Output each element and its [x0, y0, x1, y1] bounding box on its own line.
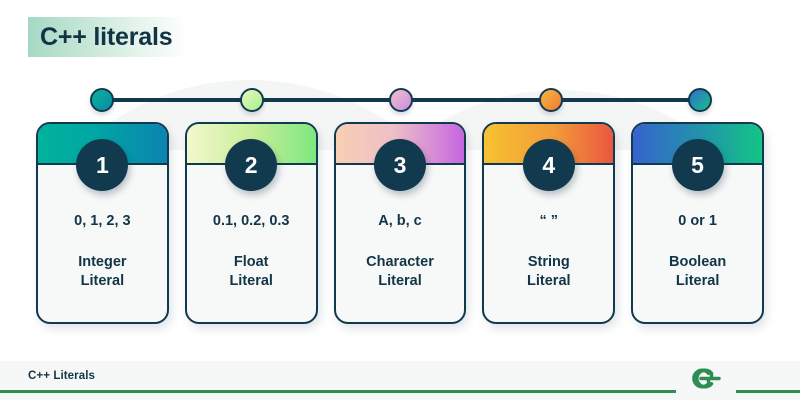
footer-rule-right	[736, 390, 800, 393]
timeline-dot-2[interactable]	[240, 88, 264, 112]
card-float-literal[interactable]: 2 0.1, 0.2, 0.3 Float Literal	[184, 122, 318, 324]
footer-rule-left	[0, 390, 676, 393]
card-integer-literal[interactable]: 1 0, 1, 2, 3 Integer Literal	[36, 122, 169, 324]
card-string-literal[interactable]: 4 “ ” String Literal	[482, 122, 616, 324]
card-value: 0, 1, 2, 3	[74, 213, 131, 229]
footer: C++ Literals	[0, 361, 800, 400]
timeline-dot-5[interactable]	[688, 88, 712, 112]
page-title-highlight: C++ literals	[28, 17, 189, 57]
timeline-dot-3[interactable]	[389, 88, 413, 112]
geeksforgeeks-logo	[692, 368, 721, 389]
card-label: Integer Literal	[78, 254, 127, 290]
card-label: Float Literal	[229, 254, 273, 290]
card-boolean-literal[interactable]: 5 0 or 1 Boolean Literal	[631, 122, 764, 324]
card-value: A, b, c	[378, 213, 422, 229]
card-label: Character Literal	[366, 254, 434, 290]
card-number-badge: 1	[76, 139, 129, 191]
card-label: Boolean Literal	[668, 254, 727, 290]
card-value: 0 or 1	[678, 213, 717, 229]
literal-cards: 1 0, 1, 2, 3 Integer Literal 2 0.1, 0.2,…	[36, 122, 764, 324]
timeline-dot-1[interactable]	[90, 88, 114, 112]
card-value: “ ”	[539, 213, 559, 229]
card-value: 0.1, 0.2, 0.3	[212, 213, 290, 229]
card-label: String Literal	[527, 254, 571, 290]
page-title: C++ literals	[40, 22, 173, 51]
card-number-badge: 3	[373, 139, 426, 191]
card-character-literal[interactable]: 3 A, b, c Character Literal	[333, 122, 467, 324]
card-number-badge: 2	[225, 139, 278, 191]
timeline	[0, 85, 800, 117]
footer-caption: C++ Literals	[28, 370, 96, 382]
timeline-dot-4[interactable]	[539, 88, 563, 112]
card-number-badge: 4	[522, 139, 575, 191]
card-number-badge: 5	[671, 139, 724, 191]
